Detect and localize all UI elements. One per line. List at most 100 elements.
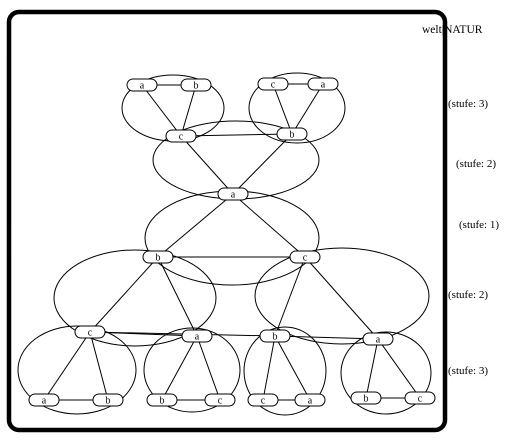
edge-l2c-b1b: [89, 331, 109, 401]
edge-s1c-r2a: [304, 256, 379, 340]
node-pill: [142, 250, 174, 264]
outer-frame: [6, 9, 448, 433]
level-label-bottom-3: (stufe: 3): [448, 365, 489, 377]
node-s1c: c: [289, 250, 321, 264]
level-label-top-3: (stufe: 3): [448, 98, 489, 110]
node-pill: [294, 393, 326, 407]
node-t1a: a: [126, 78, 158, 92]
node-pill: [204, 393, 236, 407]
node-label: b: [364, 394, 369, 405]
node-label: c: [261, 396, 266, 407]
edge-l2a-b2c: [196, 335, 221, 401]
node-pill: [180, 78, 212, 92]
node-label: a: [42, 396, 47, 407]
node-label: b: [290, 130, 295, 141]
node-label: b: [194, 81, 199, 92]
node-pill: [259, 329, 291, 343]
ellipse-bottom-1: [17, 325, 137, 415]
edge-t1a-t1c: [141, 84, 182, 137]
edge-s2a-s1b: [157, 193, 234, 258]
node-pill: [217, 187, 249, 201]
node-pill: [146, 393, 178, 407]
node-t2b: b: [276, 127, 308, 141]
node-b1b: b: [92, 393, 124, 407]
edge-t2a-t2b: [291, 83, 324, 135]
level-label-mid-1: (stufe: 1): [459, 219, 500, 231]
node-pill: [362, 332, 394, 346]
node-label: c: [88, 328, 93, 339]
node-label: a: [376, 335, 381, 346]
edge-t2c-t2b: [272, 83, 293, 135]
edge-r2a-b4b: [365, 338, 379, 399]
node-l2a: a: [181, 329, 213, 343]
edge-r2b-r2a: [274, 335, 379, 340]
node-b2b: b: [146, 393, 178, 407]
node-pill: [126, 78, 158, 92]
node-pill: [165, 129, 197, 143]
node-pill: [247, 393, 279, 407]
node-pill: [257, 77, 289, 91]
ellipse-left-2: [53, 249, 217, 347]
node-label: c: [418, 394, 423, 405]
edge-s2a-s1c: [232, 193, 306, 258]
edge-s1b-l2c: [89, 256, 159, 333]
node-t2c: c: [257, 77, 289, 91]
node-label: a: [308, 396, 313, 407]
node-r2b: b: [259, 329, 291, 343]
ellipse-bottom-2: [143, 327, 241, 413]
edge-t2b-s2a: [232, 133, 293, 195]
node-label: a: [140, 81, 145, 92]
edge-t1c-t2b: [180, 133, 293, 137]
node-label: b: [273, 332, 278, 343]
edge-t1b-t1c: [180, 84, 197, 137]
node-r2a: a: [362, 332, 394, 346]
node-label: c: [271, 80, 276, 91]
node-pill: [92, 393, 124, 407]
node-label: c: [218, 396, 223, 407]
node-label: a: [231, 190, 236, 201]
edge-r2b-b3c: [262, 335, 276, 401]
node-pill: [181, 329, 213, 343]
node-b4b: b: [350, 391, 382, 405]
node-s2a: a: [217, 187, 249, 201]
node-pill: [276, 127, 308, 141]
node-label: b: [106, 396, 111, 407]
world-title: welt|NATUR: [422, 24, 483, 36]
node-pill: [350, 391, 382, 405]
node-b1a: a: [28, 393, 60, 407]
node-t2a: a: [307, 77, 339, 91]
ellipse-bottom-3: [243, 326, 327, 416]
node-b2c: c: [204, 393, 236, 407]
ellipse-bottom-4: [340, 331, 432, 415]
edge-l2c-b1a: [43, 331, 91, 401]
node-s1b: b: [142, 250, 174, 264]
edge-t1c-s2a: [180, 135, 234, 195]
node-pill: [28, 393, 60, 407]
ellipse-top-right: [248, 72, 346, 144]
ellipse-right-2: [254, 247, 430, 345]
node-b4c: c: [404, 391, 436, 405]
edge-r2b-b3a: [274, 335, 311, 401]
node-label: a: [321, 80, 326, 91]
edge-s1b-l2a: [157, 256, 198, 337]
node-b3a: a: [294, 393, 326, 407]
edge-l2a-b2b: [161, 335, 198, 401]
node-label: c: [303, 253, 308, 264]
node-label: b: [156, 253, 161, 264]
node-t1b: b: [180, 78, 212, 92]
node-pill: [74, 325, 106, 339]
node-b3c: c: [247, 393, 279, 407]
level-label-bottom-2: (stufe: 2): [448, 289, 489, 301]
node-pill: [307, 77, 339, 91]
node-label: c: [179, 132, 184, 143]
node-t1c: c: [165, 129, 197, 143]
level-label-top-2: (stufe: 2): [456, 158, 497, 170]
node-label: a: [195, 332, 200, 343]
ellipse-level-1: [144, 190, 320, 286]
edge-r2a-b4c: [377, 338, 421, 399]
edge-s1c-r2b: [274, 256, 306, 337]
node-pill: [289, 250, 321, 264]
node-pill: [404, 391, 436, 405]
node-l2c: c: [74, 325, 106, 339]
